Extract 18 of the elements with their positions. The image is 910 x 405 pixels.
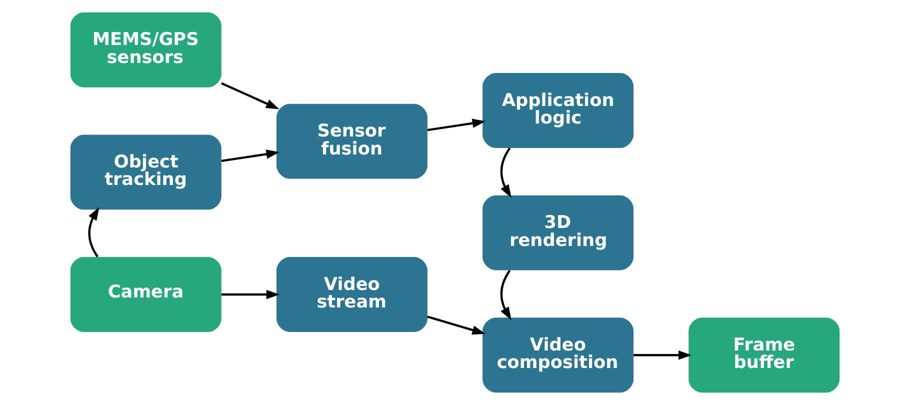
- arrow: [634, 350, 692, 360]
- node-box: Frame buffer: [688, 318, 840, 393]
- arrow: [221, 290, 280, 300]
- arrow: [221, 82, 280, 110]
- arrow: [221, 150, 280, 162]
- node-box: Video composition: [482, 318, 634, 393]
- arrow: [500, 270, 512, 320]
- node-box: Sensor fusion: [276, 104, 428, 179]
- node-box: Object tracking: [70, 134, 222, 210]
- node-box: MEMS/GPS sensors: [70, 12, 222, 88]
- node-box: Camera: [70, 257, 222, 332]
- arrow: [427, 316, 486, 335]
- arrow: [427, 118, 486, 132]
- arrow: [88, 207, 100, 258]
- node-box: 3D rendering: [482, 195, 634, 270]
- node-box: Video stream: [276, 257, 428, 332]
- arrow: [500, 148, 512, 198]
- node-box: Application logic: [482, 73, 634, 148]
